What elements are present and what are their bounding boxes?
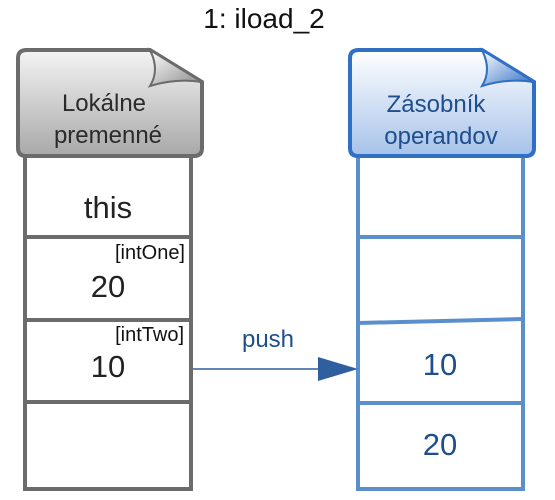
page-fold-icon (147, 47, 203, 88)
local-variables-column: Lokálne premenné this [intOne] 20 [intTw… (16, 47, 204, 491)
push-arrow-label: push (242, 326, 294, 353)
local-variables-header-line1: Lokálne (62, 90, 146, 117)
local-variables-header-line2: premenné (54, 122, 162, 149)
local-slot-2-value: 10 (91, 349, 125, 384)
local-slot-1-value: 20 (91, 269, 125, 304)
diagram-title: 1: iload_2 (203, 3, 324, 34)
operand-stack-column: Zásobník operandov 10 20 (348, 47, 536, 491)
operand-slot-3-value: 20 (423, 427, 457, 462)
page-fold-icon (479, 47, 535, 88)
operand-stack-header-line2: operandov (384, 123, 497, 150)
local-slot-2-tag: [intTwo] (115, 324, 184, 346)
slot-divider (357, 317, 524, 325)
push-arrow: push (193, 326, 358, 381)
local-slot-0-value: this (84, 190, 132, 225)
arrow-head-icon (318, 357, 358, 381)
operand-stack-header-line1: Zásobník (387, 91, 487, 118)
operand-slot-2-value: 10 (423, 347, 457, 382)
local-slot-1-tag: [intOne] (115, 242, 185, 264)
